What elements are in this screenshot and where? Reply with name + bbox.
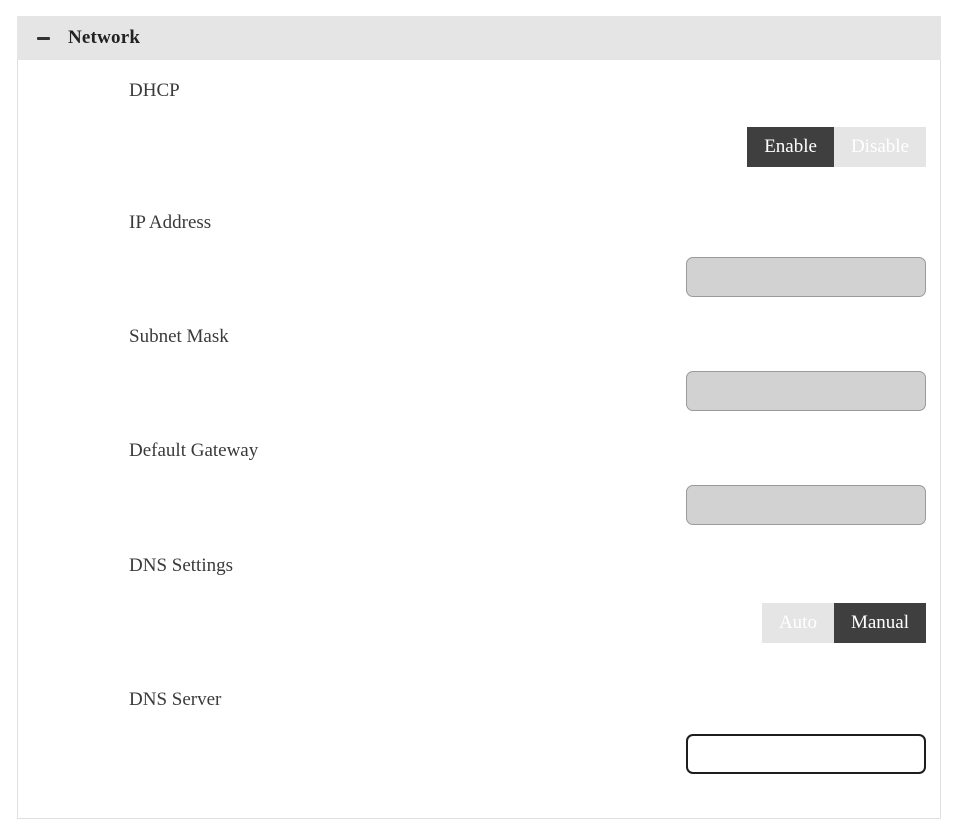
dns-settings-auto-button[interactable]: Auto [761, 603, 834, 643]
ip-address-input[interactable] [686, 257, 926, 297]
network-panel: Network DHCP Enable Disable IP Address [17, 16, 941, 819]
dns-server-input[interactable] [686, 734, 926, 774]
page-title: Network [68, 27, 141, 48]
label-ip-address: IP Address [129, 212, 212, 233]
label-dns-settings: DNS Settings [129, 555, 233, 576]
default-gateway-input[interactable] [686, 485, 926, 525]
control-dns-server [129, 734, 926, 774]
field-row-dhcp: DHCP Enable Disable [18, 81, 940, 167]
subnet-mask-input[interactable] [686, 371, 926, 411]
control-dhcp: Enable Disable [129, 127, 926, 167]
network-panel-body: DHCP Enable Disable IP Address Subnet Ma… [17, 60, 941, 819]
label-dns-server: DNS Server [129, 689, 222, 710]
field-row-dns-server: DNS Server [18, 690, 940, 774]
field-row-subnet-mask: Subnet Mask [18, 327, 940, 411]
control-default-gateway [129, 485, 926, 525]
dhcp-enable-button[interactable]: Enable [747, 127, 834, 167]
control-ip-address [129, 257, 926, 297]
control-subnet-mask [129, 371, 926, 411]
field-row-dns-settings: DNS Settings Auto Manual [18, 556, 940, 643]
field-row-ip-address: IP Address [18, 213, 940, 297]
label-subnet-mask: Subnet Mask [129, 326, 229, 347]
dns-settings-manual-button[interactable]: Manual [833, 603, 926, 643]
label-default-gateway: Default Gateway [129, 440, 259, 461]
dhcp-disable-button[interactable]: Disable [833, 127, 926, 167]
network-panel-header[interactable]: Network [17, 16, 941, 60]
field-row-default-gateway: Default Gateway [18, 441, 940, 525]
dns-settings-segmented-control[interactable]: Auto Manual [761, 603, 926, 643]
label-dhcp: DHCP [129, 80, 180, 101]
control-dns-settings: Auto Manual [129, 603, 926, 643]
dhcp-segmented-control[interactable]: Enable Disable [747, 127, 926, 167]
minus-icon[interactable] [34, 29, 52, 47]
